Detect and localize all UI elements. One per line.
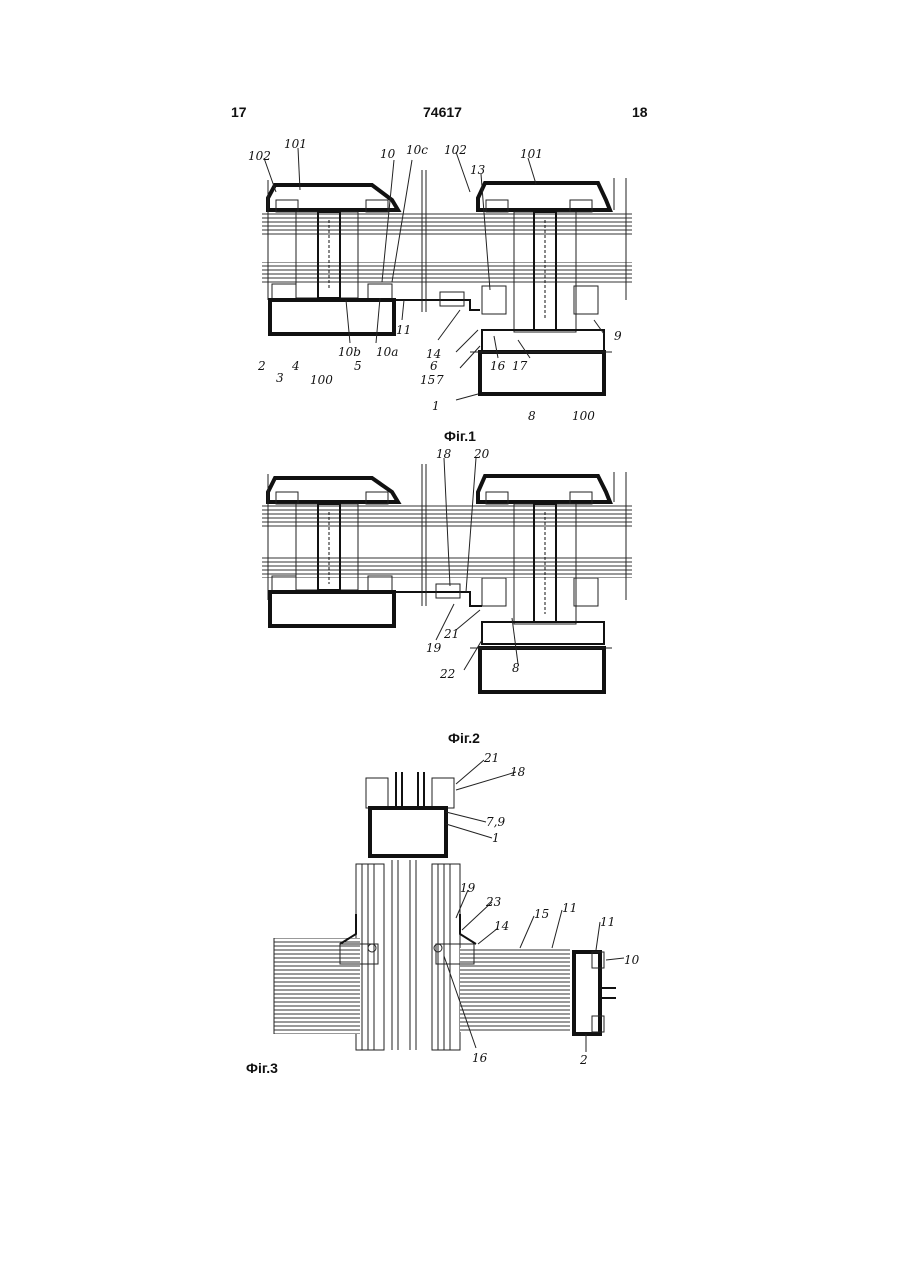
callout: 14: [494, 919, 509, 933]
callout: 19: [460, 881, 476, 895]
callout: 102: [444, 143, 467, 157]
callout: 17: [512, 359, 528, 373]
callout: 2: [579, 1053, 588, 1067]
figure-3-drawing: 21 18 7,9 1 19 23 14 15 11 11 10 16 2: [274, 751, 640, 1067]
callout: 15: [420, 373, 435, 387]
callout: 21: [483, 751, 499, 765]
callout: 11: [562, 901, 577, 915]
figure-3-caption: Фіг.3: [246, 1060, 278, 1076]
callout: 3: [276, 371, 284, 385]
callout: 22: [439, 667, 455, 681]
callout: 1: [432, 399, 440, 413]
callout: 18: [510, 765, 526, 779]
mullion-left: [270, 300, 394, 334]
callout: 10c: [406, 143, 428, 157]
callout: 102: [248, 149, 271, 163]
callout: 11: [600, 915, 615, 929]
transom-section: [370, 808, 446, 856]
callout: 100: [310, 373, 333, 387]
callout: 1: [492, 831, 500, 845]
callout: 11: [396, 323, 411, 337]
callout: 8: [512, 661, 520, 675]
callout: 18: [436, 447, 452, 461]
callout: 101: [520, 147, 543, 161]
callout: 101: [284, 137, 307, 151]
callout: 6: [430, 359, 438, 373]
callout: 15: [534, 907, 549, 921]
callout: 7,9: [486, 815, 505, 829]
figure-1-caption: Фіг.1: [444, 428, 476, 444]
figure-2-drawing: 18 20 19 21 22 8: [262, 447, 632, 692]
callout: 10a: [376, 345, 398, 359]
figure-1-drawing: 102 101 10c 10 102 13 101 2 3 4 100 10b …: [248, 137, 632, 423]
callout: 2: [257, 359, 266, 373]
callout: 10: [380, 147, 396, 161]
figure-2-caption: Фіг.2: [448, 730, 480, 746]
callout: 10: [624, 953, 640, 967]
callout: 13: [470, 163, 486, 177]
callout: 16: [490, 359, 506, 373]
callout: 21: [443, 627, 459, 641]
callout: 20: [473, 447, 490, 461]
callout: 8: [528, 409, 536, 423]
callout: 4: [291, 359, 300, 373]
callout: 9: [614, 329, 622, 343]
callout: 23: [485, 895, 502, 909]
callout: 7: [436, 373, 444, 387]
callout: 5: [354, 359, 362, 373]
callout: 10b: [338, 345, 361, 359]
callout: 16: [472, 1051, 488, 1065]
mullion-section: [574, 952, 600, 1034]
callout: 19: [426, 641, 442, 655]
cap-profile-right: [478, 183, 610, 210]
cap-profile-left: [268, 185, 398, 210]
callout: 100: [572, 409, 595, 423]
